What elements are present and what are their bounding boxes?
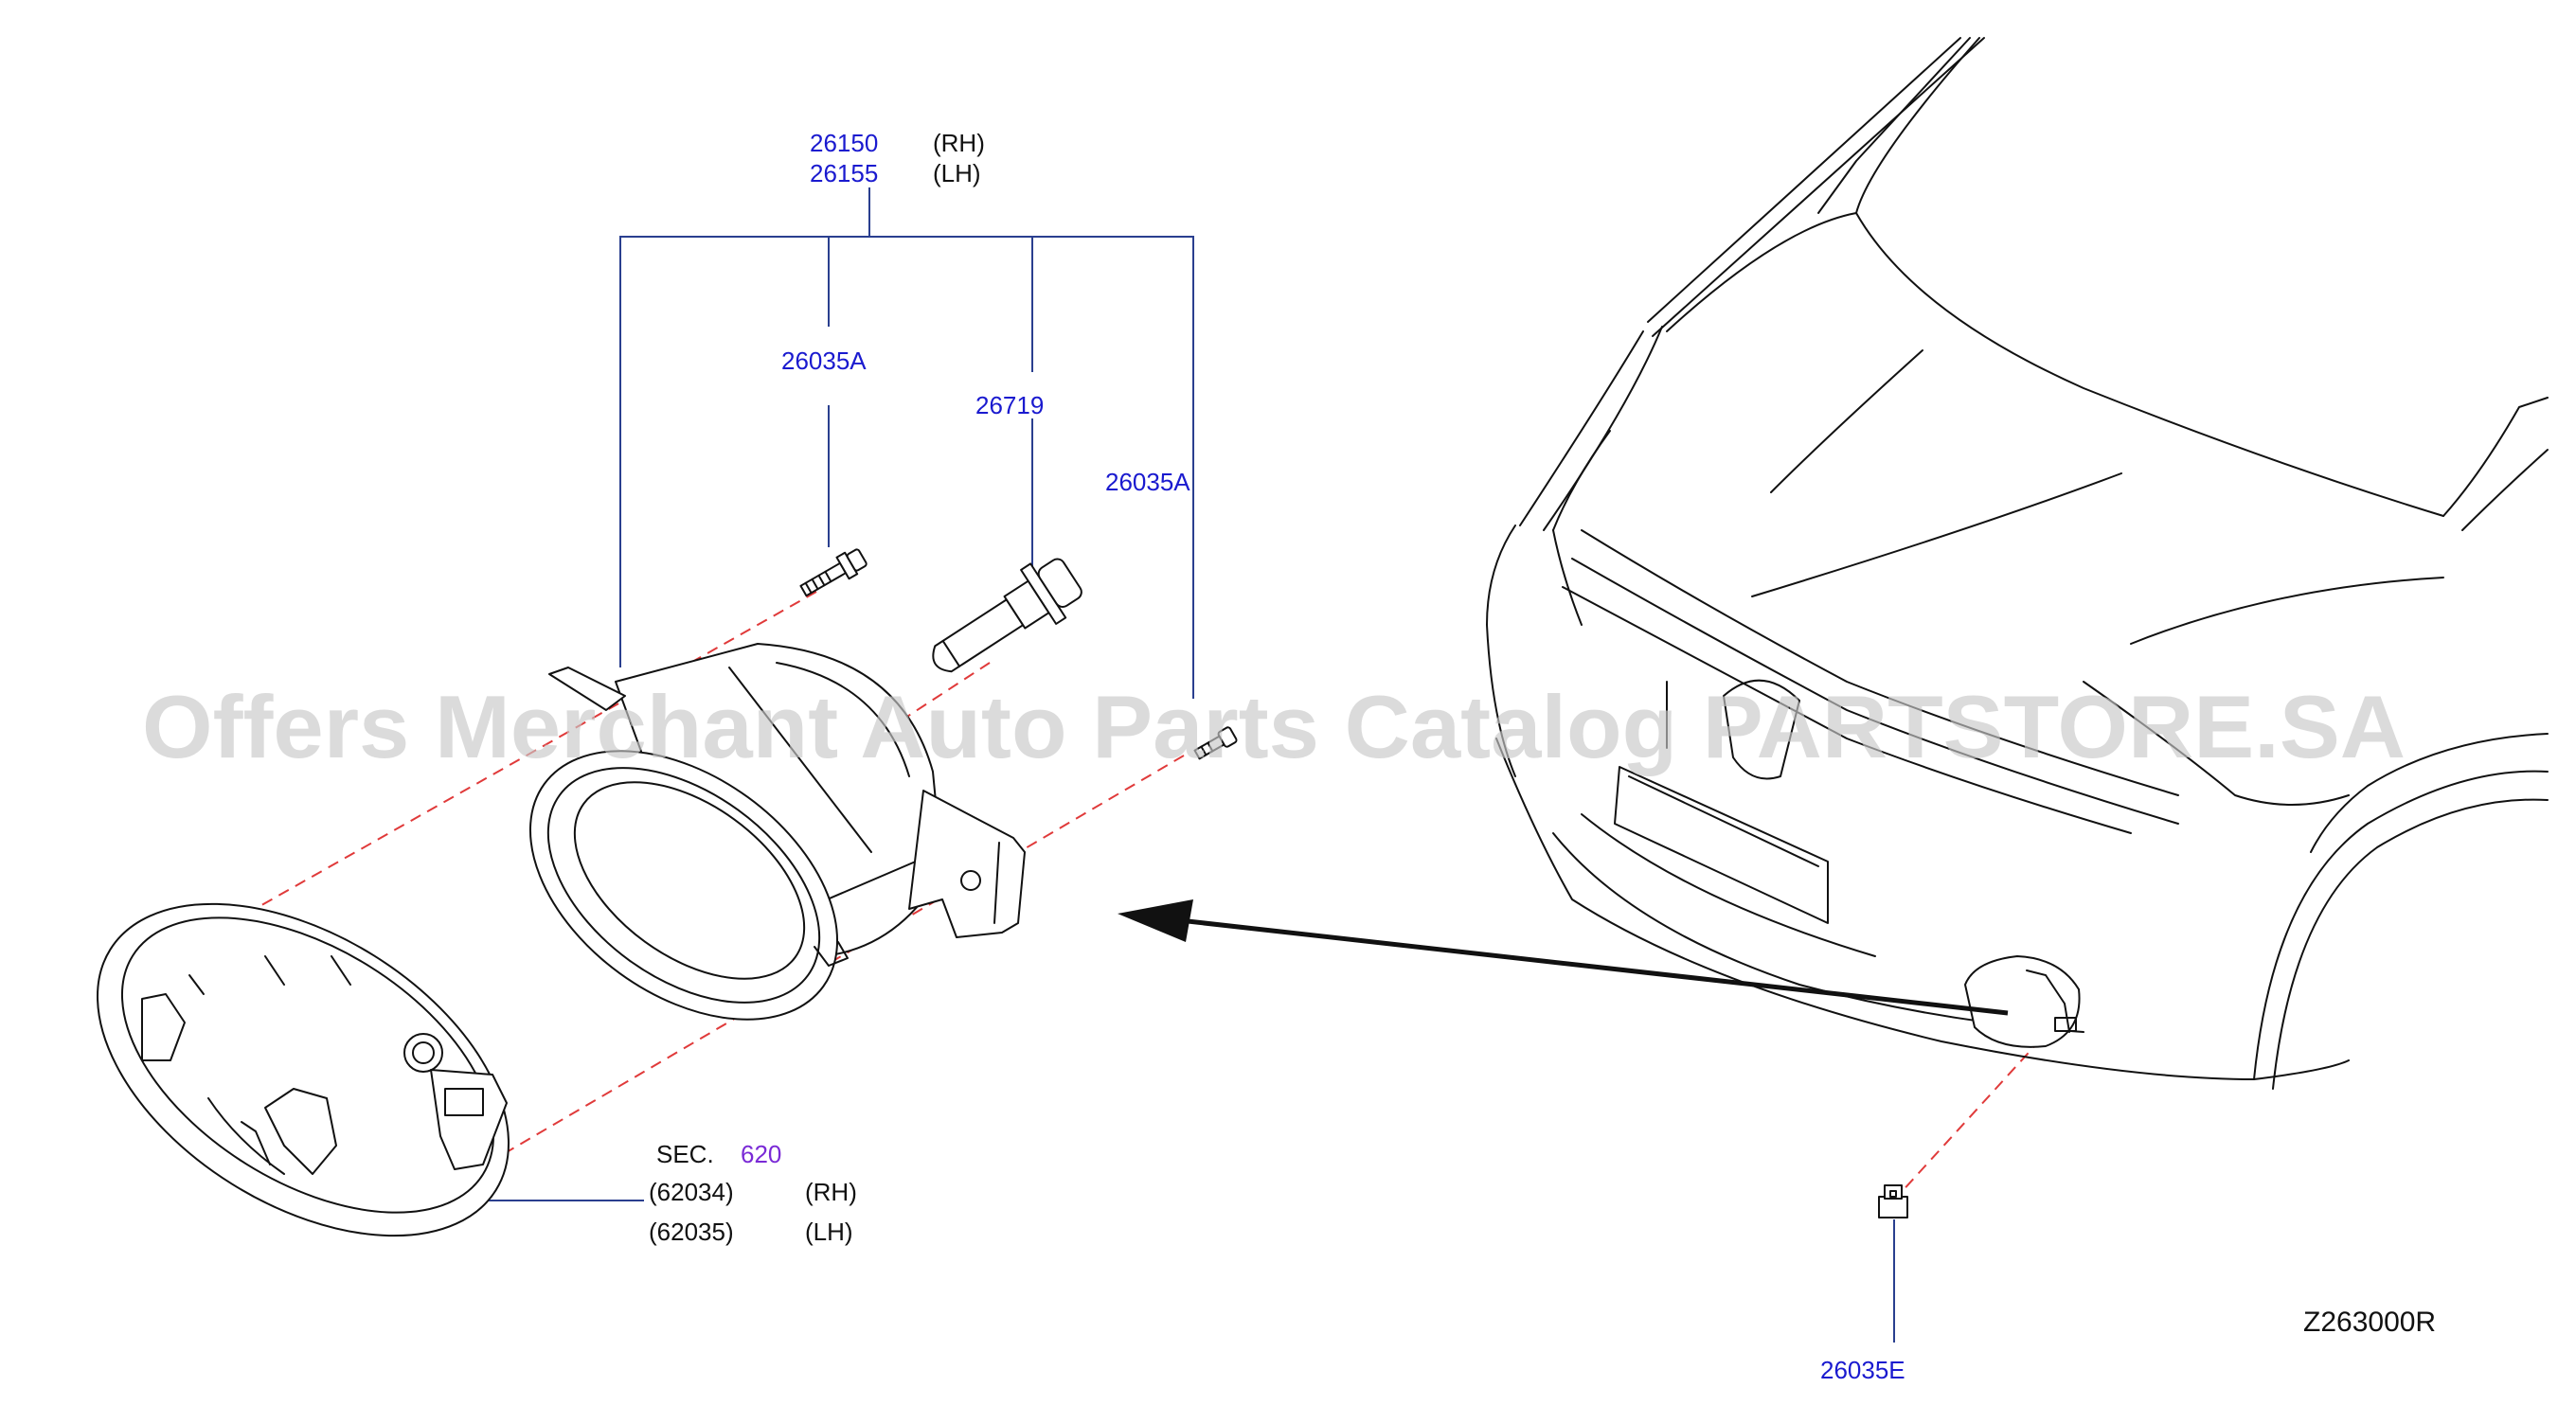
side-rh-bezel: (RH) <box>805 1178 857 1206</box>
bezel-part[interactable] <box>39 835 567 1304</box>
vehicle-front <box>1486 37 2549 1090</box>
fog-lamp-housing[interactable] <box>480 643 1026 1075</box>
part-number-26150[interactable]: 26150 <box>810 129 878 157</box>
part-number-62034[interactable]: (62034) <box>649 1178 734 1206</box>
location-arrow <box>1118 899 2009 1016</box>
side-lh-assembly: (LH) <box>933 159 981 187</box>
section-prefix: SEC. <box>656 1140 714 1168</box>
part-number-26035a-right[interactable]: 26035A <box>1105 468 1190 496</box>
screw-left-part[interactable] <box>797 546 868 602</box>
part-number-26035e[interactable]: 26035E <box>1820 1356 1905 1384</box>
part-number-26155[interactable]: 26155 <box>810 159 878 187</box>
part-number-26719[interactable]: 26719 <box>975 391 1044 419</box>
leader-lines <box>431 187 1895 1343</box>
side-lh-bezel: (LH) <box>805 1218 853 1246</box>
part-number-62035[interactable]: (62035) <box>649 1218 734 1246</box>
screw-right-part[interactable] <box>1193 726 1238 762</box>
side-rh-assembly: (RH) <box>933 129 985 157</box>
part-number-26035a-left[interactable]: 26035A <box>781 347 867 375</box>
watermark: Offers Merchant Auto Parts Catalog PARTS… <box>142 677 2406 776</box>
clip-part[interactable] <box>1878 1184 1908 1218</box>
bulb-part[interactable] <box>918 548 1089 691</box>
section-620-link[interactable]: 620 <box>741 1140 781 1168</box>
diagram-code: Z263000R <box>2303 1307 2436 1338</box>
callout-labels: 26150 (RH) 26155 (LH) 26035A 26719 26035… <box>649 129 2436 1384</box>
